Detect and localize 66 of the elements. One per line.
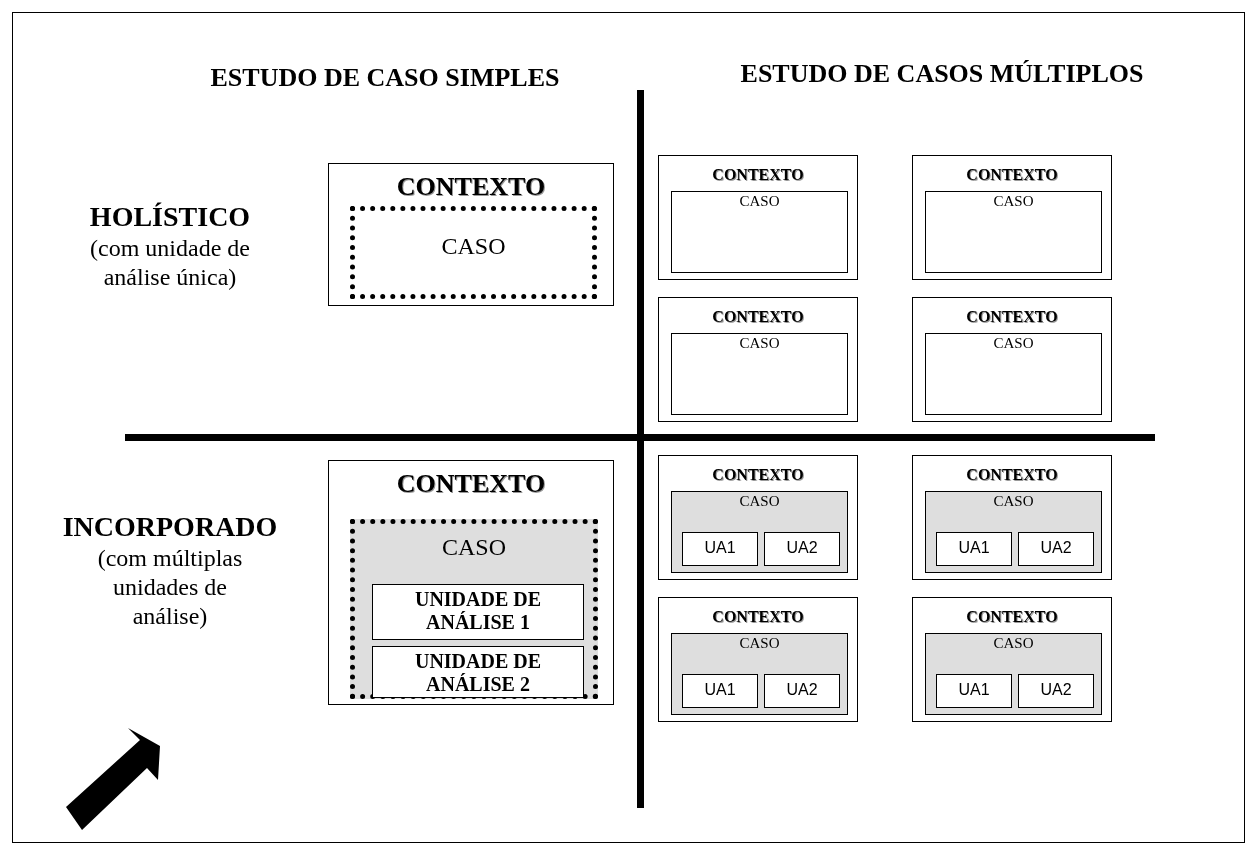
box-heading: UA2	[785, 681, 819, 700]
box-heading: CONTEXTO	[711, 166, 805, 185]
context-box	[658, 597, 858, 722]
box-heading: UNIDADE DE ANÁLISE 2	[413, 650, 543, 696]
column-heading: ESTUDO DE CASOS MÚLTIPLOS	[739, 58, 1145, 90]
box-heading: CASO	[738, 193, 781, 211]
context-box	[328, 163, 614, 306]
row-heading: INCORPORADO	[61, 510, 279, 544]
box-heading: CASO	[738, 335, 781, 353]
unit-box	[682, 532, 758, 566]
unit-box	[764, 674, 840, 708]
box-heading: CASO	[992, 193, 1035, 211]
box-heading: CONTEXTO	[395, 172, 547, 202]
unit-box	[372, 584, 584, 640]
context-box	[912, 455, 1112, 580]
row-description: (com múltiplas unidades de análise)	[96, 544, 244, 631]
unit-box	[1018, 532, 1094, 566]
box-heading: CONTEXTO	[965, 466, 1059, 485]
case-box	[925, 633, 1102, 715]
context-box	[658, 155, 858, 280]
unit-box	[682, 674, 758, 708]
box-heading: UA1	[957, 681, 991, 700]
box-heading: CASO	[992, 335, 1035, 353]
case-box	[671, 633, 848, 715]
case-box	[925, 191, 1102, 273]
context-box	[328, 460, 614, 705]
case-box	[925, 333, 1102, 415]
unit-box	[936, 674, 1012, 708]
unit-box	[764, 532, 840, 566]
box-heading: CASO	[992, 493, 1035, 511]
box-heading: CASO	[441, 534, 507, 562]
case-box	[671, 491, 848, 573]
box-heading: CONTEXTO	[965, 308, 1059, 327]
context-box	[658, 297, 858, 422]
box-heading: UA1	[703, 681, 737, 700]
row-description: (com unidade de análise única)	[90, 234, 250, 292]
box-heading: UA1	[957, 539, 991, 558]
box-heading: CASO	[738, 493, 781, 511]
box-heading: CASO	[738, 635, 781, 653]
box-heading: CONTEXTO	[711, 308, 805, 327]
unit-box	[372, 646, 584, 698]
box-heading: UA2	[1039, 539, 1073, 558]
box-heading: CONTEXTO	[395, 469, 547, 499]
box-heading: CASO	[992, 635, 1035, 653]
box-heading: CONTEXTO	[965, 166, 1059, 185]
box-heading: UA2	[1039, 681, 1073, 700]
box-heading: CONTEXTO	[965, 608, 1059, 627]
box-heading: UNIDADE DE ANÁLISE 1	[413, 588, 543, 634]
box-heading: UA1	[703, 539, 737, 558]
case-box	[350, 206, 597, 299]
unit-box	[1018, 674, 1094, 708]
case-box	[925, 491, 1102, 573]
context-box	[912, 297, 1112, 422]
unit-box	[936, 532, 1012, 566]
context-box	[912, 597, 1112, 722]
case-box	[350, 519, 598, 699]
case-box	[671, 333, 848, 415]
context-box	[912, 155, 1112, 280]
case-box	[671, 191, 848, 273]
box-heading: UA2	[785, 539, 819, 558]
row-heading: HOLÍSTICO	[88, 200, 252, 234]
box-heading: CONTEXTO	[711, 466, 805, 485]
column-heading: ESTUDO DE CASO SIMPLES	[209, 62, 561, 94]
box-heading: CASO	[440, 233, 507, 261]
box-heading: CONTEXTO	[711, 608, 805, 627]
context-box	[658, 455, 858, 580]
